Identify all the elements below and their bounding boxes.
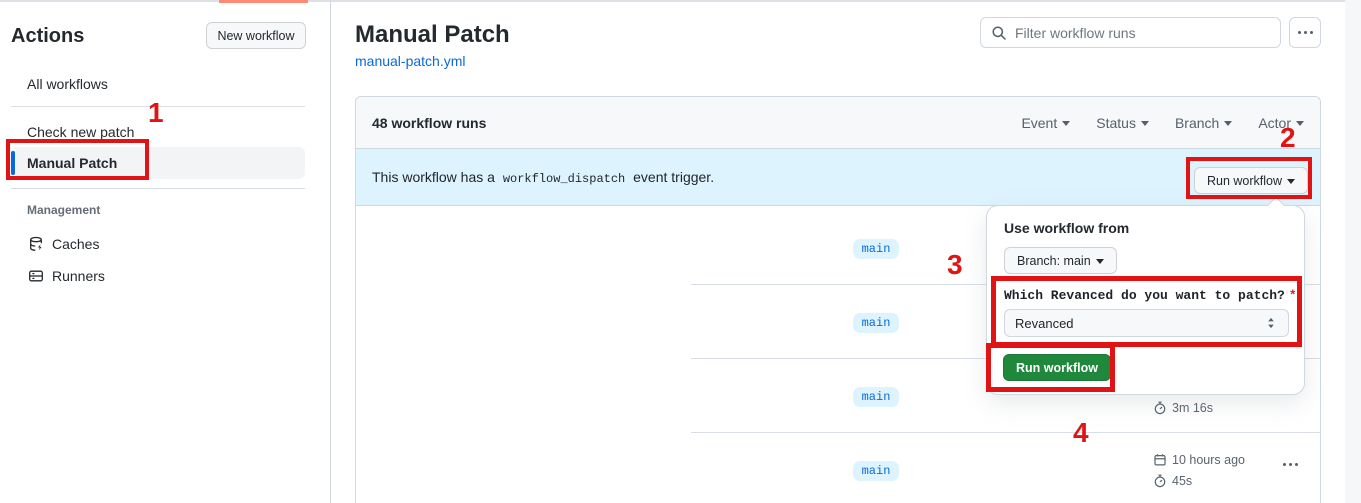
branch-badge[interactable]: main — [853, 387, 899, 407]
search-input[interactable] — [1015, 24, 1270, 41]
row-divider — [691, 432, 1321, 433]
annotation-step-number: 3 — [947, 249, 963, 280]
annotation-step-number: 2 — [1280, 122, 1296, 153]
workflow-dispatch-banner: This workflow has a workflow_dispatch ev… — [356, 149, 1320, 206]
sidebar-item-runners[interactable]: Runners — [11, 260, 305, 292]
run-duration: 3m 16s — [1153, 401, 1213, 415]
top-border — [0, 0, 1361, 2]
sidebar-item-label: Runners — [52, 268, 105, 284]
workflow-file-link[interactable]: manual-patch.yml — [355, 53, 466, 69]
page-title: Manual Patch — [355, 21, 510, 48]
selected-indicator-bar — [11, 151, 15, 175]
select-value: Revanced — [1015, 315, 1074, 331]
sidebar-item-label: Manual Patch — [27, 155, 118, 171]
sidebar-main-divider — [330, 0, 331, 503]
filter-event[interactable]: Event — [1021, 115, 1071, 131]
sidebar-item-label: Caches — [52, 236, 100, 252]
run-workflow-submit-button[interactable]: Run workflow — [1003, 354, 1111, 381]
annotation-step-number: 4 — [1073, 417, 1089, 448]
kebab-icon — [1297, 31, 1313, 34]
up-down-arrows-icon — [1268, 317, 1274, 329]
kebab-icon — [1283, 463, 1298, 466]
banner-text: This workflow has a workflow_dispatch ev… — [372, 168, 715, 186]
run-workflow-dialog: Use workflow from Branch: main Which Rev… — [986, 205, 1305, 395]
top-progress-segment — [219, 0, 308, 3]
sidebar-title: Actions — [11, 25, 85, 47]
workflow-dispatch-code: workflow_dispatch — [502, 171, 626, 186]
filter-status[interactable]: Status — [1096, 115, 1149, 131]
runs-filters: Event Status Branch Actor — [1021, 115, 1304, 131]
runs-list-header: 48 workflow runs Event Status Branch Act… — [356, 97, 1320, 149]
chevron-down-icon — [1095, 259, 1104, 264]
required-marker: * — [1288, 288, 1297, 303]
annotation-step-number: 1 — [148, 97, 164, 128]
chevron-down-icon — [1062, 121, 1071, 126]
run-time: 10 hours ago — [1153, 453, 1245, 467]
run-duration: 45s — [1153, 474, 1192, 488]
filter-branch[interactable]: Branch — [1175, 115, 1233, 131]
management-header: Management — [27, 203, 101, 217]
run-workflow-dropdown-button[interactable]: Run workflow — [1194, 167, 1309, 194]
stopwatch-icon — [1154, 474, 1166, 488]
sidebar-divider — [11, 106, 305, 107]
search-icon — [992, 25, 1006, 40]
branch-selector-button[interactable]: Branch: main — [1004, 247, 1117, 274]
sidebar-divider — [11, 188, 305, 189]
sidebar-item-check-new-patch[interactable]: Check new patch — [11, 116, 305, 148]
sidebar-item-label: Check new patch — [27, 124, 135, 140]
workflow-runs-search[interactable] — [980, 17, 1281, 48]
scrollbar-track[interactable] — [1345, 0, 1361, 503]
branch-badge[interactable]: main — [853, 239, 899, 259]
sidebar-item-manual-patch[interactable]: Manual Patch — [11, 147, 305, 179]
chevron-down-icon — [1140, 121, 1149, 126]
page-more-options-button[interactable] — [1289, 17, 1321, 48]
runs-count: 48 workflow runs — [372, 114, 487, 131]
revanced-select[interactable]: Revanced — [1004, 309, 1289, 337]
run-options-button[interactable] — [1279, 459, 1302, 470]
calendar-icon — [1154, 454, 1166, 466]
sidebar-item-label: All workflows — [27, 76, 108, 92]
sidebar-item-caches[interactable]: Caches — [11, 228, 305, 260]
chevron-down-icon — [1287, 179, 1296, 184]
filter-actor[interactable]: Actor — [1258, 115, 1304, 131]
use-workflow-from-label: Use workflow from — [1004, 220, 1130, 236]
runners-icon — [29, 270, 43, 282]
stopwatch-icon — [1154, 401, 1166, 415]
chevron-down-icon — [1224, 121, 1233, 126]
branch-badge[interactable]: main — [853, 461, 899, 481]
sidebar-item-all-workflows[interactable]: All workflows — [11, 68, 305, 100]
new-workflow-button[interactable]: New workflow — [206, 22, 306, 49]
branch-badge[interactable]: main — [853, 313, 899, 333]
workflow-input-label: Which Revanced do you want to patch?* — [1004, 288, 1297, 303]
chevron-down-icon — [1296, 121, 1304, 126]
cache-database-icon — [30, 236, 42, 251]
